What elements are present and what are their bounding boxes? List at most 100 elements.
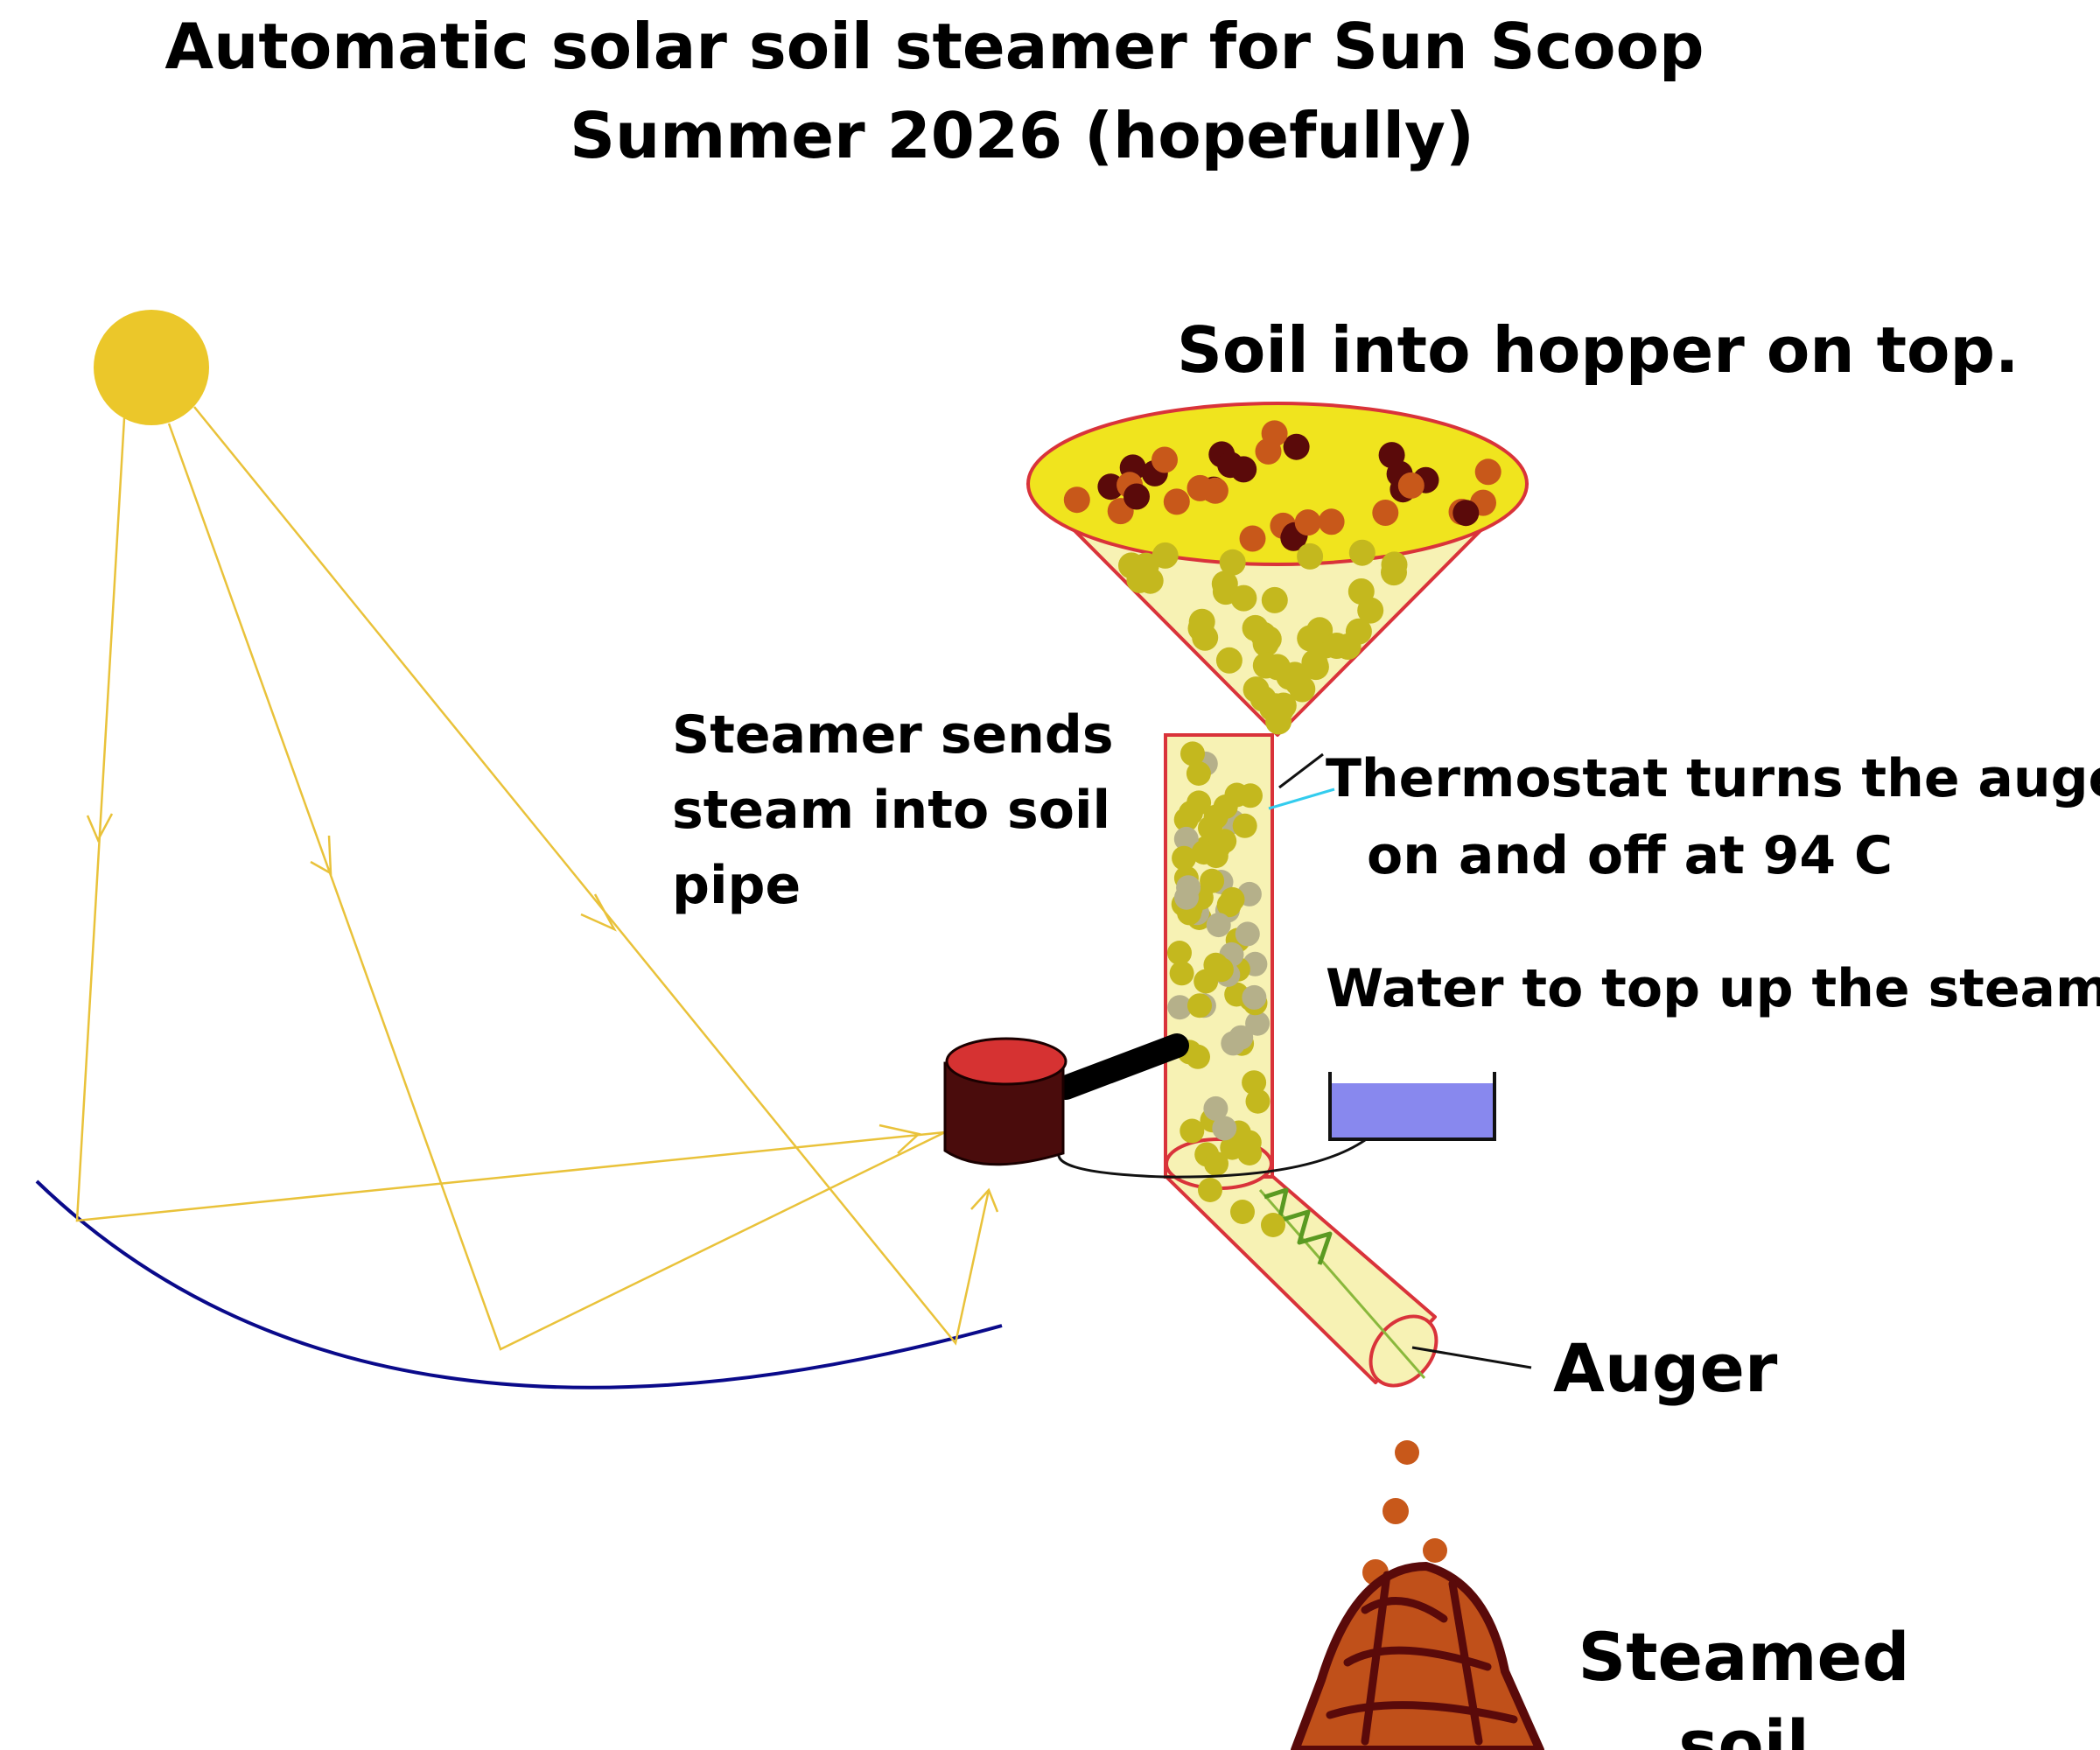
water — [1330, 1083, 1494, 1139]
funnel-soil-particle — [1348, 539, 1376, 566]
raw-soil-particle — [1474, 458, 1502, 486]
pipe-soil-particle — [1200, 868, 1225, 893]
steamer-body — [943, 1061, 1065, 1166]
pipe-soil-particle — [1224, 782, 1250, 808]
thermostat-label-line-2: on and off at 94 C — [1367, 825, 1893, 886]
connecting-hose — [1057, 1112, 1393, 1179]
pipe-soil-particle — [1212, 1116, 1237, 1141]
thermostat-label-line-1: Thermostat turns the auger — [1326, 748, 2100, 809]
water-label: Water to top up the steam — [1326, 958, 2100, 1019]
raw-soil-particle — [1372, 500, 1399, 526]
sun-icon — [94, 310, 209, 425]
title-line-2: Summer 2026 (hopefully) — [570, 99, 1474, 172]
funnel-soil-particle — [1187, 615, 1214, 642]
auger-soil-particle — [1261, 1213, 1285, 1237]
auger-soil-particle — [1198, 1178, 1222, 1202]
pipe-soil-particle — [1228, 1025, 1254, 1050]
parabolic-reflector — [35, 1180, 1003, 1390]
soil-particles — [1063, 420, 1502, 1237]
pipe-soil-particle — [1206, 913, 1231, 938]
raw-soil-particle — [1239, 525, 1266, 552]
ray-arrow-5 — [970, 1187, 999, 1213]
pipe-soil-particle — [1245, 1011, 1270, 1036]
steamer-handle-pipe — [1054, 1033, 1189, 1100]
ray-arrow-3 — [580, 893, 617, 932]
pipe-soil-particle — [1203, 1096, 1228, 1121]
ray-3 — [193, 406, 990, 1346]
pipe-soil-particle — [1180, 741, 1205, 766]
pipe-soil-particle — [1235, 921, 1260, 947]
pipe-soil-particle — [1187, 993, 1212, 1018]
steamer-label-line-1: Steamer sends — [672, 704, 1114, 766]
pipe-soil-particle — [1245, 1088, 1270, 1114]
steamer-label-line-3: pipe — [672, 855, 801, 916]
ray-1 — [75, 417, 946, 1222]
raw-soil-particle — [1097, 473, 1124, 500]
funnel-soil-particle — [1301, 649, 1328, 676]
funnel-soil-particle — [1132, 552, 1159, 579]
steamed-soil-label-line-2: soil — [1678, 1705, 1810, 1750]
pipe-soil-particle — [1203, 804, 1228, 830]
ray-arrow-2 — [310, 835, 332, 876]
auger-shaft — [1258, 1189, 1426, 1379]
pipe-soil-particle — [1186, 761, 1211, 786]
raw-soil-particle — [1217, 452, 1244, 479]
pipe-soil-particle — [1232, 813, 1257, 838]
raw-soil-particle — [1283, 433, 1310, 460]
sun-rays — [75, 406, 999, 1351]
pipe-soil-particle — [1180, 1118, 1205, 1144]
funnel-soil-particle — [1297, 542, 1324, 570]
funnel-soil-particle — [1357, 597, 1384, 624]
funnel-soil-particle — [1152, 542, 1179, 569]
falling-soil-drop — [1382, 1498, 1409, 1524]
falling-soil — [1362, 1440, 1447, 1586]
funnel-soil-particle — [1297, 625, 1324, 652]
raw-soil-particle — [1186, 474, 1214, 501]
steamed-soil-label-line-1: Steamed — [1578, 1618, 1909, 1696]
raw-soil-particle — [1152, 446, 1178, 473]
raw-soil-particle — [1397, 472, 1424, 499]
pipe-soil-particle — [1167, 941, 1192, 965]
thermostat-link — [1268, 788, 1335, 810]
funnel-soil-particle — [1242, 676, 1270, 704]
pipe-soil-particle — [1220, 886, 1245, 912]
raw-soil-particle — [1063, 486, 1090, 514]
pipe-soil-particle — [1167, 995, 1193, 1020]
funnel-soil-particle — [1211, 570, 1238, 598]
auger-soil-particle — [1230, 1200, 1255, 1224]
hopper-label: Soil into hopper on top. — [1177, 313, 2019, 387]
funnel-soil-particle — [1284, 669, 1312, 696]
steamer-pot — [943, 1033, 1189, 1166]
funnel-soil-particle — [1381, 559, 1407, 586]
soil-pile — [1291, 1562, 1544, 1750]
falling-soil-drop — [1423, 1538, 1447, 1563]
funnel-soil-particle — [1215, 647, 1242, 674]
funnel-soil-particle — [1219, 549, 1246, 576]
auger-screw — [1264, 1187, 1333, 1265]
ray-arrow-4 — [878, 1124, 921, 1154]
pipe-soil-particle — [1242, 1070, 1267, 1096]
pipe-soil-particle — [1203, 952, 1228, 977]
raw-soil-particle — [1163, 488, 1190, 515]
tank-outline — [1328, 1072, 1496, 1141]
raw-soil-particle — [1255, 438, 1282, 465]
auger-label: Auger — [1553, 1329, 1778, 1407]
steamer-lid — [945, 1037, 1068, 1086]
falling-soil-drop — [1395, 1440, 1419, 1465]
pipe-soil-particle — [1173, 826, 1199, 851]
steamed-soil-pile — [1291, 1562, 1544, 1750]
water-tank — [1328, 1072, 1496, 1141]
funnel-soil-particle — [1230, 584, 1257, 612]
title-line-1: Automatic solar soil steamer for Sun Sco… — [164, 10, 1704, 83]
raw-soil-particle — [1318, 508, 1345, 536]
raw-soil-particle — [1452, 500, 1480, 527]
raw-soil-particle — [1294, 509, 1321, 536]
auger-soil-particle — [1237, 1141, 1262, 1166]
auger-pointer — [1411, 1346, 1532, 1369]
ray-2 — [167, 423, 946, 1351]
funnel-soil-particle — [1252, 652, 1279, 679]
funnel-soil-particle — [1255, 626, 1282, 653]
raw-soil-particle — [1124, 483, 1150, 510]
